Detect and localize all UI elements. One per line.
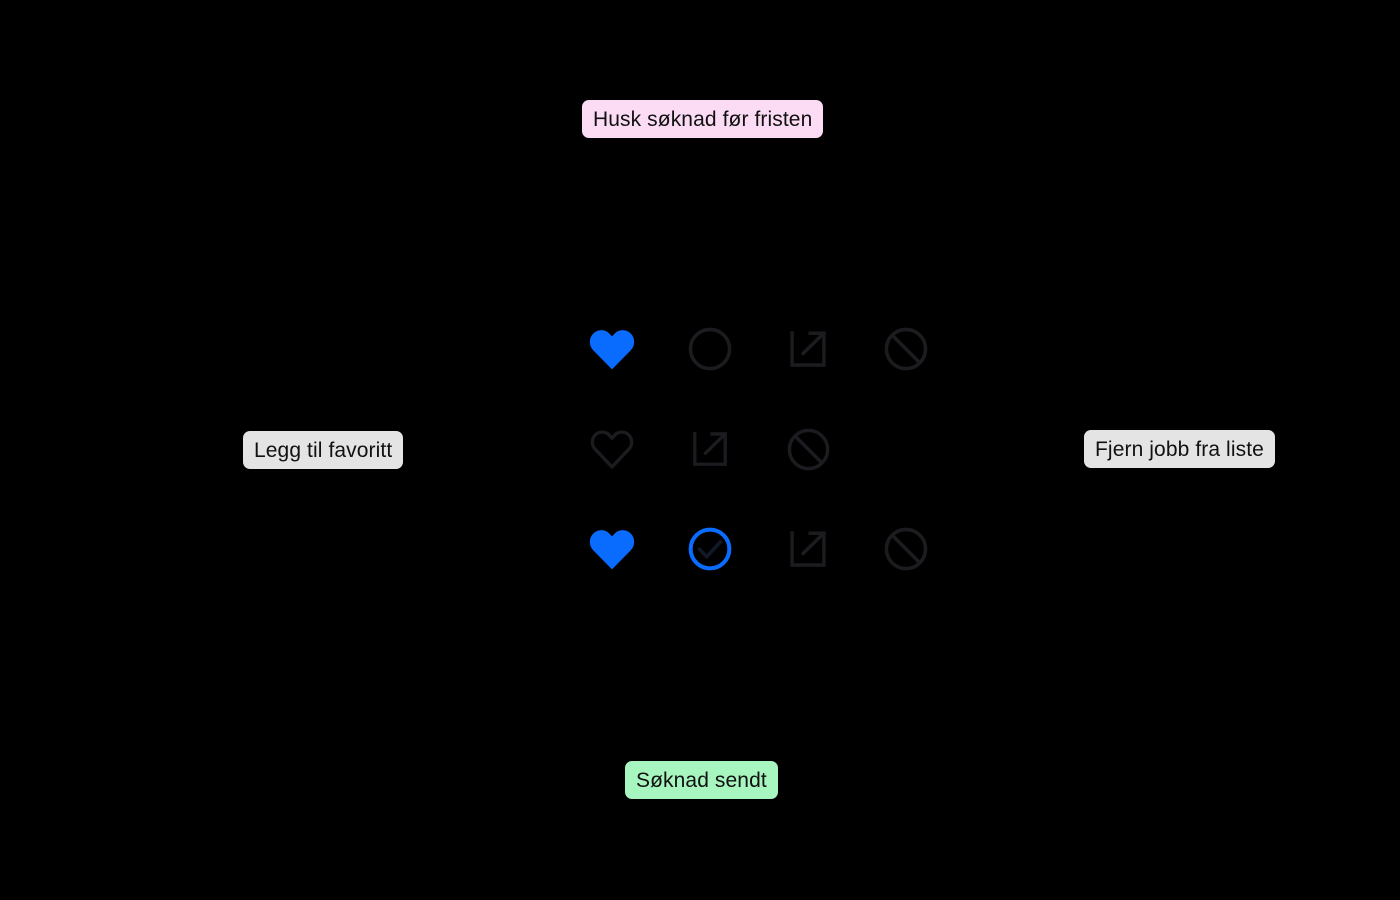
add-favorite-tooltip: Legg til favoritt [243, 431, 404, 469]
share-button[interactable] [684, 422, 736, 476]
application-sent-button[interactable] [684, 522, 736, 576]
favorite-button-active[interactable] [586, 522, 638, 576]
remove-job-button[interactable] [880, 522, 932, 576]
share-icon [786, 527, 830, 571]
remove-job-button[interactable] [880, 322, 932, 376]
remove-job-button[interactable] [782, 422, 834, 476]
heart-filled-icon [588, 527, 636, 571]
ban-icon [786, 427, 831, 472]
check-circle-icon [687, 526, 733, 572]
share-button[interactable] [782, 322, 834, 376]
action-row-3 [586, 522, 932, 576]
circle-outline-icon [687, 326, 733, 372]
share-button[interactable] [782, 522, 834, 576]
deadline-reminder-badge: Husk søknad før fristen [582, 100, 824, 138]
action-row-1 [586, 322, 932, 376]
remove-job-tooltip: Fjern jobb fra liste [1084, 430, 1275, 468]
action-row-2 [586, 422, 834, 476]
share-icon [689, 428, 731, 470]
favorite-button-inactive[interactable] [586, 422, 638, 476]
heart-outline-icon [589, 428, 635, 470]
ban-icon [883, 526, 929, 572]
application-sent-badge: Søknad sendt [625, 761, 778, 799]
favorite-button-active[interactable] [586, 322, 638, 376]
share-icon [786, 327, 830, 371]
apply-button-inactive[interactable] [684, 322, 736, 376]
heart-filled-icon [588, 327, 636, 371]
ban-icon [883, 326, 929, 372]
